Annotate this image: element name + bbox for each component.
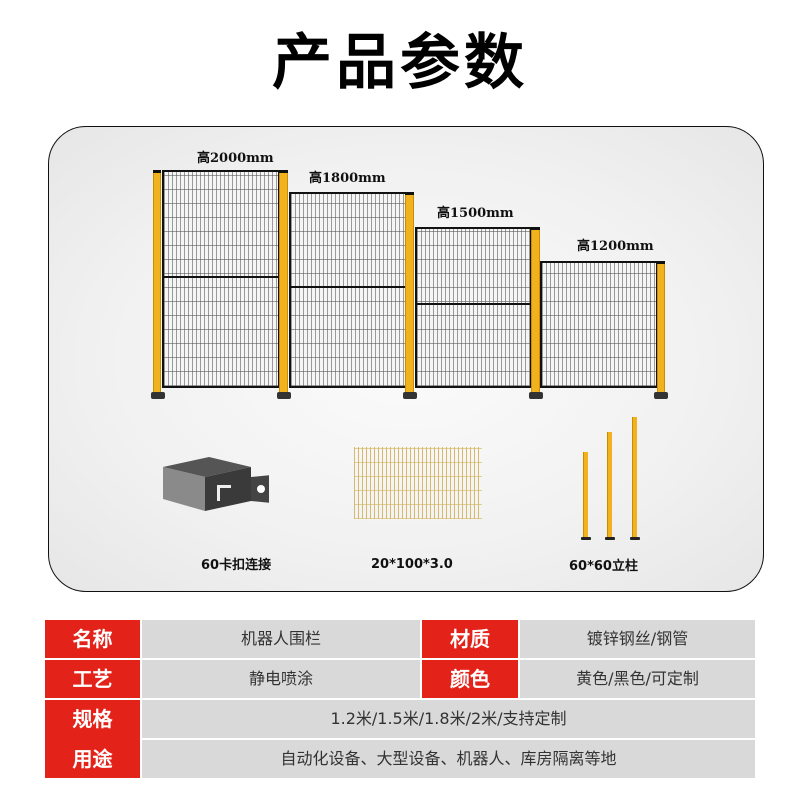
fence-post xyxy=(531,227,540,396)
spec-label: 名称 xyxy=(45,620,140,658)
fence-post xyxy=(153,170,161,396)
height-label-1800: 高1800mm xyxy=(309,171,386,186)
height-label-1500: 高1500mm xyxy=(437,206,514,221)
fence-post xyxy=(279,170,288,396)
height-label-2000: 高2000mm xyxy=(197,151,274,166)
spec-label: 规格 xyxy=(72,707,113,731)
wire-mesh-icon xyxy=(354,447,482,519)
fence-post xyxy=(405,192,414,396)
spec-value: 1.2米/1.5米/1.8米/2米/支持定制 xyxy=(142,700,755,738)
page-title: 产品参数 xyxy=(272,28,528,98)
fence-posts-icon xyxy=(581,452,591,540)
spec-label: 材质 xyxy=(422,620,518,658)
fence-panel-2000 xyxy=(162,170,280,388)
fence-panel-1500 xyxy=(415,227,532,388)
spec-value: 黄色/黑色/可定制 xyxy=(520,660,755,698)
bracket-clip-icon xyxy=(163,457,269,511)
fence-panel-1800 xyxy=(289,192,407,388)
spec-label: 工艺 xyxy=(45,660,140,698)
spec-label: 用途 xyxy=(72,747,113,771)
fence-panel-1200 xyxy=(540,261,658,388)
component-caption: 60*60立柱 xyxy=(569,559,638,574)
height-label-1200: 高1200mm xyxy=(577,239,654,254)
spec-value: 静电喷涂 xyxy=(142,660,420,698)
product-diagram-panel: 高2000mm 高1800mm 高1500mm 高1200mm 60卡扣连接 2… xyxy=(48,126,764,592)
component-caption: 60卡扣连接 xyxy=(201,558,272,573)
spec-value: 镀锌钢丝/钢管 xyxy=(520,620,755,658)
spec-value: 机器人围栏 xyxy=(142,620,420,658)
fence-post xyxy=(657,261,665,396)
spec-label-column xyxy=(45,700,140,778)
spec-value: 自动化设备、大型设备、机器人、库房隔离等地 xyxy=(142,740,755,778)
component-caption: 20*100*3.0 xyxy=(371,557,453,572)
spec-label: 颜色 xyxy=(422,660,518,698)
